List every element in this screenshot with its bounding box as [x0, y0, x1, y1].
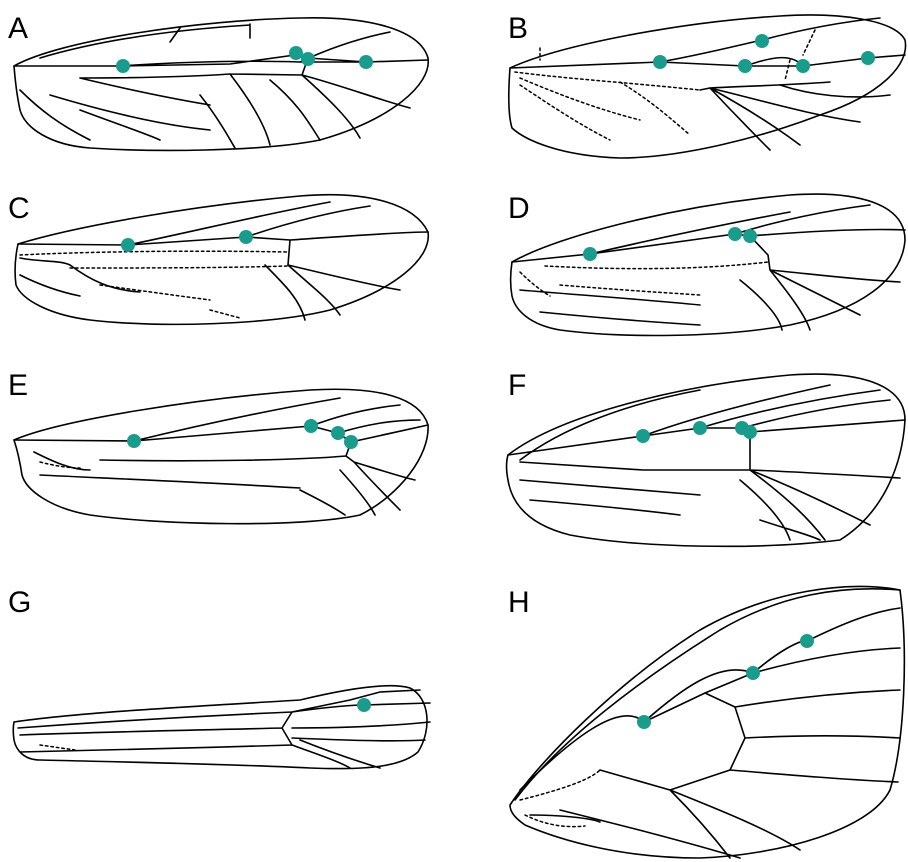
vein-marker-h [800, 634, 814, 648]
wing-h-veins [515, 589, 900, 858]
vein-marker-h [746, 666, 760, 680]
wing-g-dashed-veins [40, 745, 75, 750]
panel-label-h: H [508, 586, 530, 619]
wing-c-outline [15, 195, 428, 325]
vein-marker-b [653, 55, 667, 69]
vein-marker-c [121, 238, 135, 252]
wing-f-veins [508, 385, 905, 540]
vein-marker-a [301, 52, 315, 66]
vein-marker-a [289, 46, 303, 60]
vein-marker-e [304, 419, 318, 433]
vein-marker-a [359, 55, 373, 69]
vein-marker-c [239, 230, 253, 244]
panel-g: G [8, 586, 430, 769]
vein-marker-b [796, 59, 810, 73]
vein-marker-f [693, 421, 707, 435]
wing-d-veins [512, 205, 905, 330]
vein-marker-d [583, 247, 597, 261]
wing-e-veins [14, 398, 428, 515]
panel-a: A [8, 12, 428, 150]
panel-d: D [508, 192, 905, 335]
vein-marker-f [636, 429, 650, 443]
vein-marker-h [637, 715, 651, 729]
vein-marker-a [116, 59, 130, 73]
panel-f: F [507, 369, 906, 546]
wing-c-dashed-veins [20, 251, 288, 318]
vein-marker-e [127, 434, 141, 448]
wing-a-veins [14, 24, 428, 148]
vein-marker-b [738, 59, 752, 73]
wing-f-outline [507, 374, 906, 546]
vein-marker-b [861, 51, 875, 65]
vein-marker-d [728, 227, 742, 241]
wing-b-outline [509, 15, 906, 158]
panel-label-g: G [8, 586, 31, 619]
panel-label-b: B [508, 12, 528, 45]
wing-d-dashed-veins [520, 262, 768, 296]
panel-e: E [8, 369, 428, 524]
panel-h: H [508, 586, 904, 858]
wing-b-veins [510, 18, 905, 150]
vein-marker-g [357, 698, 371, 712]
panel-label-a: A [8, 12, 28, 45]
panel-label-c: C [8, 192, 30, 225]
vein-marker-f [743, 425, 757, 439]
panel-b: B [508, 12, 906, 158]
panel-c: C [8, 192, 428, 324]
panel-label-f: F [508, 369, 526, 402]
panel-label-e: E [8, 369, 28, 402]
vein-marker-e [344, 435, 358, 449]
wing-c-veins [18, 202, 428, 320]
vein-marker-e [331, 426, 345, 440]
panel-label-d: D [508, 192, 530, 225]
vein-marker-b [755, 34, 769, 48]
wing-e-dashed-veins [40, 462, 80, 468]
vein-marker-d [743, 229, 757, 243]
